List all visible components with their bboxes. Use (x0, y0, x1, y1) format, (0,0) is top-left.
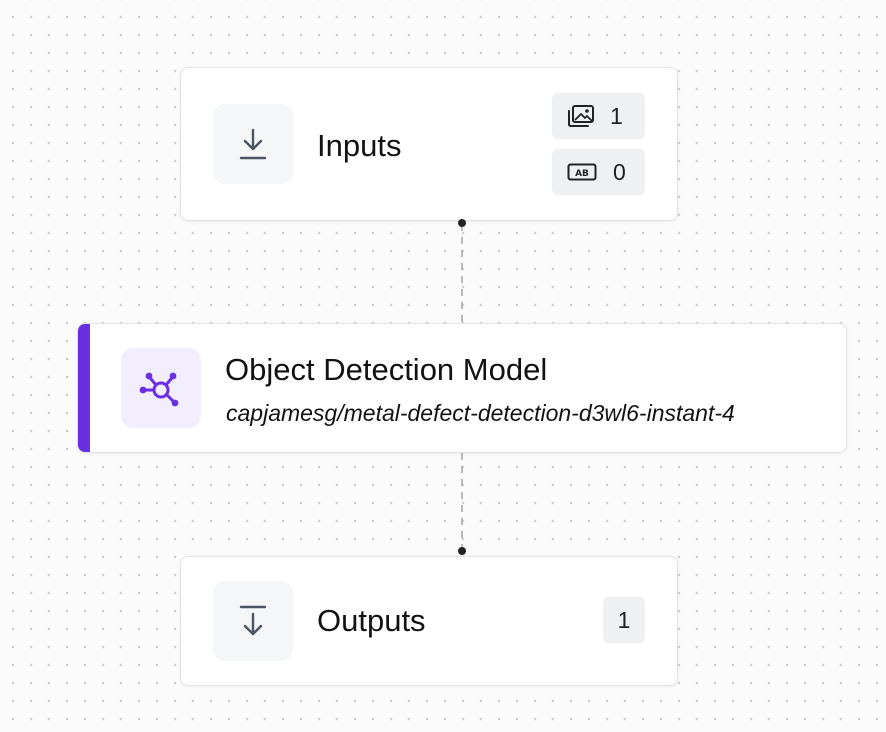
outputs-title: Outputs (317, 603, 426, 638)
svg-text:AB: AB (575, 169, 589, 179)
download-to-line-icon (239, 605, 267, 636)
inputs-node[interactable]: Inputs 1 AB 0 (180, 67, 678, 221)
network-hub-icon (139, 372, 179, 407)
outputs-input-handle[interactable] (458, 547, 466, 555)
model-title: Object Detection Model (225, 352, 548, 387)
text-inputs-count: 0 (613, 158, 626, 185)
image-inputs-count: 1 (610, 102, 623, 129)
object-detection-model-node[interactable]: Object Detection Model capjamesg/metal-d… (77, 323, 847, 453)
outputs-count: 1 (617, 606, 631, 633)
ab-text-icon: AB (567, 163, 597, 181)
text-inputs-badge: AB 0 (552, 149, 645, 195)
outputs-icon-tile (213, 581, 293, 661)
inputs-icon-tile (213, 104, 293, 184)
model-icon-tile (121, 348, 201, 428)
outputs-node[interactable]: Outputs 1 (180, 556, 678, 686)
inputs-output-handle[interactable] (458, 219, 466, 227)
image-inputs-badge: 1 (552, 93, 645, 139)
model-accent-bar (78, 324, 90, 452)
outputs-count-badge: 1 (603, 597, 645, 643)
model-id: capjamesg/metal-defect-detection-d3wl6-i… (226, 400, 735, 426)
download-arrow-icon (239, 128, 267, 160)
inputs-title: Inputs (317, 128, 402, 163)
image-stack-icon (567, 104, 595, 128)
